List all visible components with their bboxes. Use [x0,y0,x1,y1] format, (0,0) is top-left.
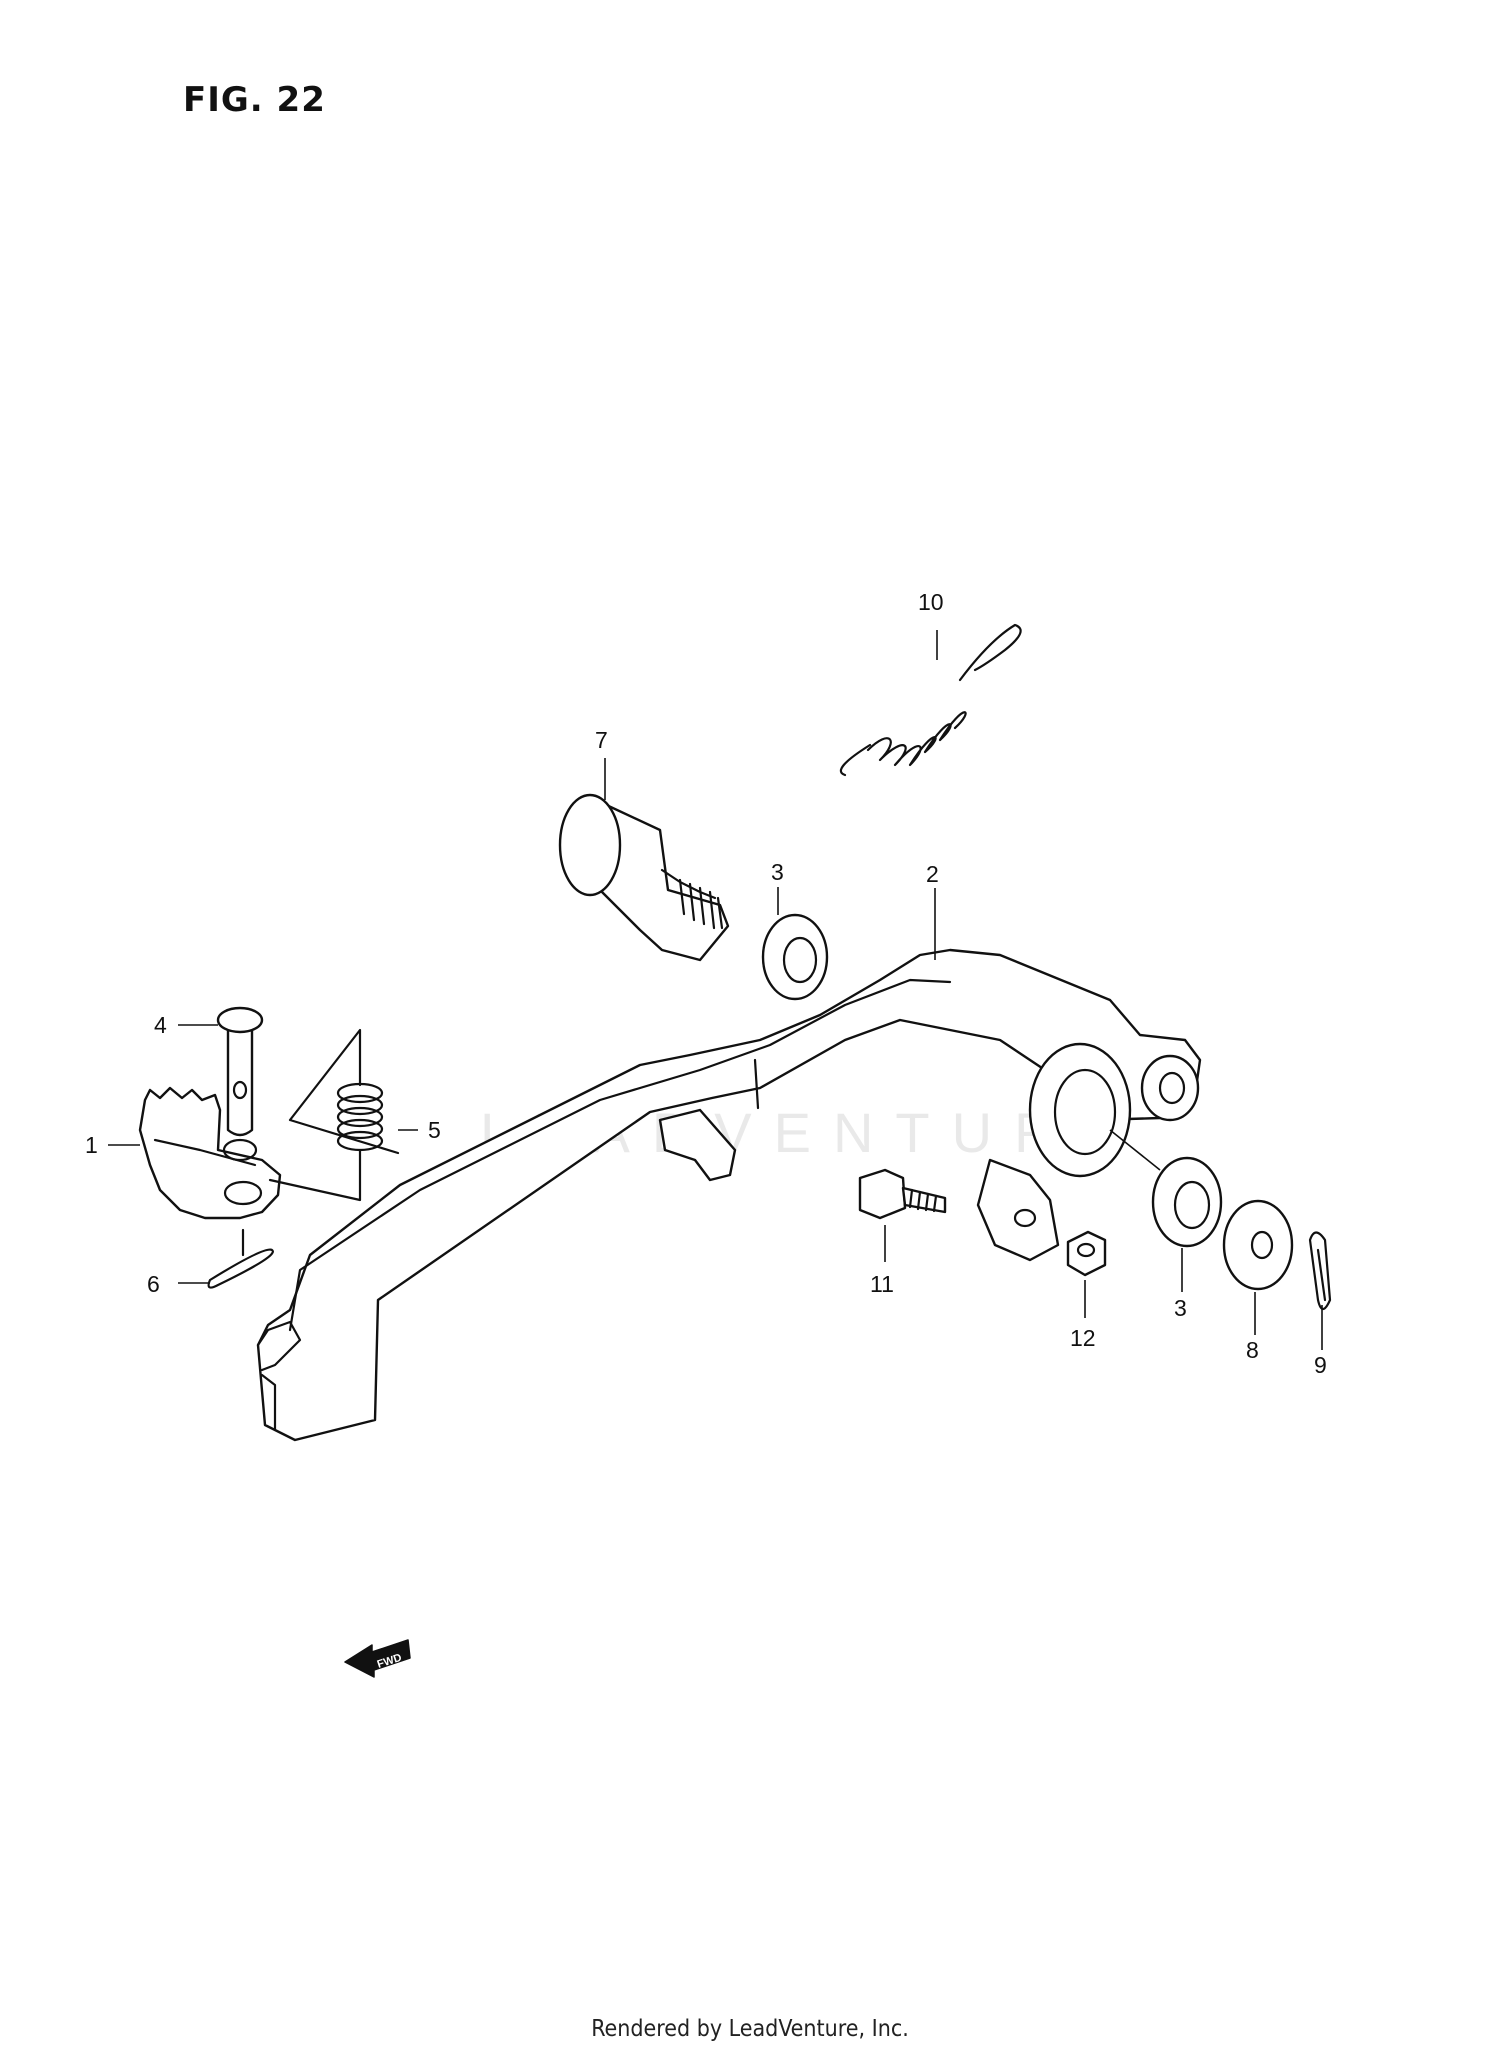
callout-11: 11 [870,1271,894,1297]
part-4-clevis-pin[interactable] [216,1006,264,1137]
callout-12: 12 [1070,1325,1096,1351]
part-3-bushing-right[interactable] [1151,1156,1223,1248]
part-11-bolt[interactable] [858,1168,947,1220]
figure-title: FIG. 22 [183,80,326,120]
part-1-footrest[interactable] [138,1086,282,1220]
callout-4: 4 [154,1012,167,1038]
callout-7: 7 [595,727,608,753]
footer-credit: Rendered by LeadVenture, Inc. [591,2016,909,2042]
part-2-brake-pedal[interactable] [256,948,1202,1442]
callout-10: 10 [918,589,944,615]
part-6-cotter-pin[interactable] [207,1228,275,1289]
callout-1: 1 [85,1132,98,1158]
part-3-bushing-left[interactable] [761,913,829,1001]
part-5-spring[interactable] [268,1028,400,1202]
part-12-nut[interactable] [1066,1230,1107,1277]
callout-3-lower: 3 [1174,1295,1187,1321]
callout-8: 8 [1246,1337,1259,1363]
part-9-cotter-pin[interactable] [1308,1231,1332,1311]
callout-3-upper: 3 [771,859,784,885]
part-8-washer[interactable] [1222,1199,1294,1291]
callout-9: 9 [1314,1352,1327,1378]
callout-5: 5 [428,1117,441,1143]
leader-lines [108,630,1323,1350]
callout-6: 6 [147,1271,160,1297]
callout-2: 2 [926,861,939,887]
part-10-return-spring[interactable] [839,623,1022,777]
part-7-pivot-bolt[interactable] [558,793,730,962]
fwd-arrow-icon: FWD [344,1639,411,1678]
